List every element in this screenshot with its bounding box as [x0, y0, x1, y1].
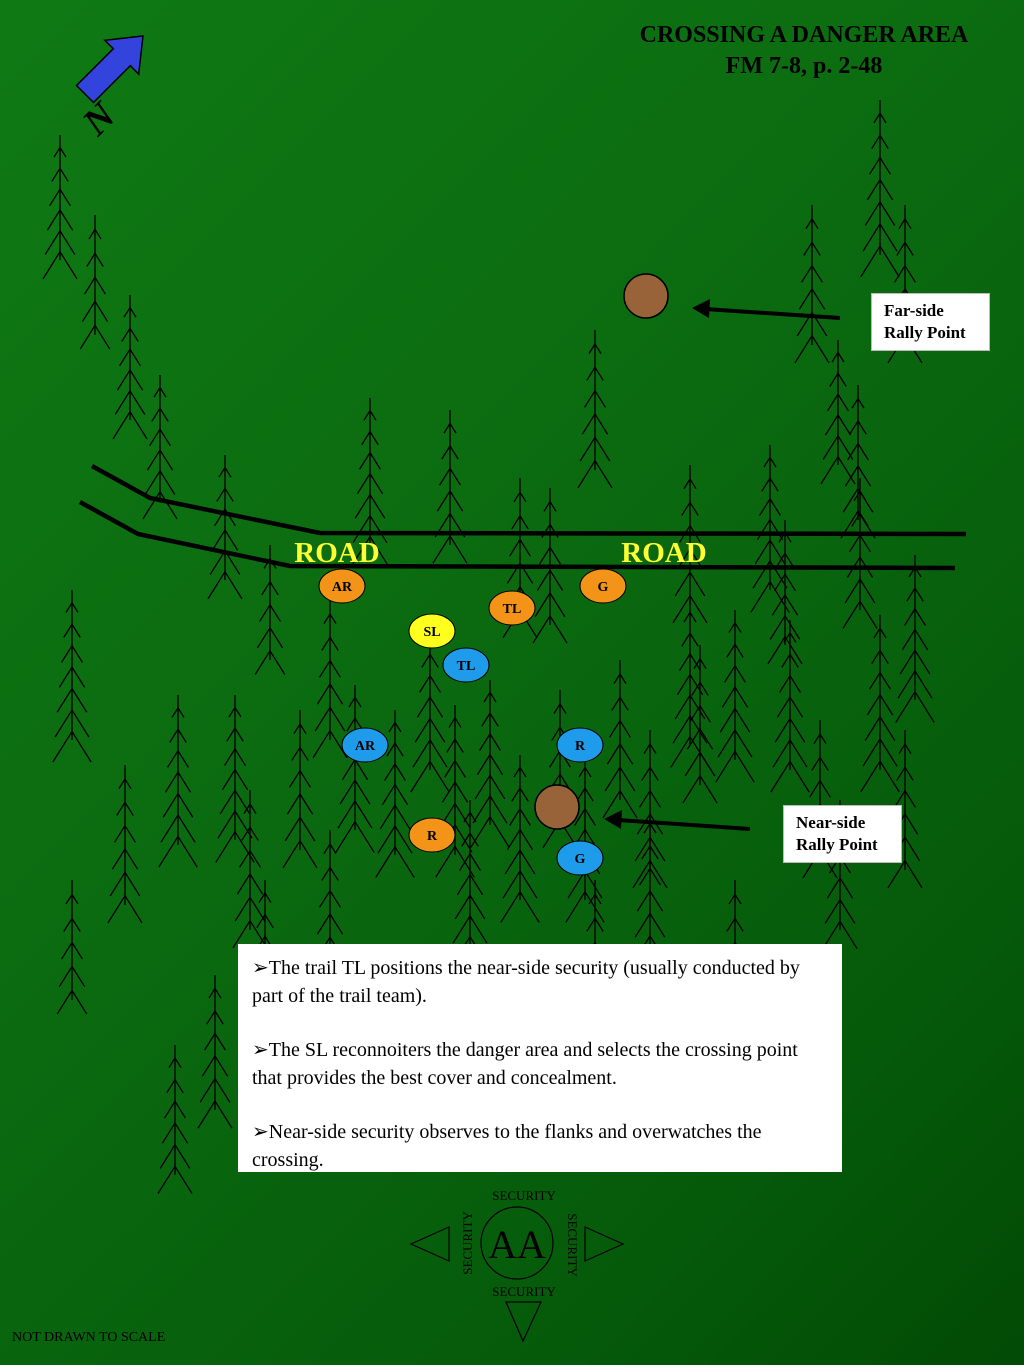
north-arrow-icon: N — [74, 35, 144, 145]
road-north-edge — [90, 464, 967, 537]
near-side-rally-label: Near-side Rally Point — [783, 805, 902, 863]
soldier-blue-g: G — [556, 840, 604, 876]
soldier-orange-ar: AR — [318, 568, 366, 604]
security-label-left: SECURITY — [460, 1211, 475, 1275]
soldier-label: G — [598, 580, 609, 595]
info-box: ➢The trail TL positions the near-side se… — [238, 944, 842, 1172]
title-line-1: CROSSING A DANGER AREA — [639, 22, 969, 48]
road-label-right: ROAD — [621, 537, 706, 569]
near-side-pointer-arrow — [604, 810, 751, 831]
soldier-label: G — [575, 852, 586, 867]
soldier-orange-tl: TL — [488, 590, 536, 626]
left-triangle-icon — [409, 1226, 450, 1262]
security-label-bottom: SECURITY — [492, 1284, 556, 1299]
soldier-label: AR — [355, 739, 376, 754]
soldier-label: SL — [423, 625, 440, 640]
soldier-label: R — [575, 739, 586, 754]
north-label: N — [74, 94, 125, 145]
soldier-blue-ar: AR — [341, 727, 389, 763]
info-item-trail-tl: ➢The trail TL positions the near-side se… — [252, 957, 800, 1007]
security-symbol: AA SECURITY SECURITY SECURITY SECURITY — [409, 1188, 625, 1343]
scale-note: NOT DRAWN TO SCALE — [12, 1330, 166, 1345]
soldier-marker — [556, 727, 604, 763]
soldier-marker — [408, 613, 456, 649]
soldier-marker — [318, 568, 366, 604]
soldier-marker — [341, 727, 389, 763]
tree-cluster — [42, 100, 935, 1194]
far-side-rally-point — [623, 273, 669, 319]
road-label-left: ROAD — [294, 537, 379, 569]
far-side-pointer-arrow — [692, 299, 841, 320]
soldier-leader-sl: SL — [408, 613, 456, 649]
security-label-top: SECURITY — [492, 1188, 556, 1203]
soldier-marker — [488, 590, 536, 626]
soldier-marker — [408, 817, 456, 853]
far-side-rally-label: Far-side Rally Point — [871, 293, 990, 351]
info-item-near-side-security: ➢Near-side security observes to the flan… — [252, 1121, 762, 1171]
soldier-marker — [442, 647, 490, 683]
near-side-rally-point — [534, 784, 580, 830]
near-side-label-line-2: Rally Point — [796, 835, 878, 854]
soldier-blue-tl: TL — [442, 647, 490, 683]
far-side-label-line-1: Far-side — [884, 301, 944, 320]
soldier-label: AR — [332, 580, 353, 595]
road-south-edge — [78, 500, 956, 571]
soldier-orange-r: R — [408, 817, 456, 853]
near-side-label-line-1: Near-side — [796, 813, 866, 832]
info-item-sl-recon: ➢The SL reconnoiters the danger area and… — [252, 1039, 798, 1089]
road — [78, 464, 967, 571]
soldier-marker — [579, 568, 627, 604]
soldier-blue-r: R — [556, 727, 604, 763]
diagram-title: CROSSING A DANGER AREA FM 7-8, p. 2-48 — [604, 20, 1004, 82]
soldier-label: TL — [503, 602, 522, 617]
security-label-right: SECURITY — [565, 1213, 580, 1277]
soldier-orange-g: G — [579, 568, 627, 604]
assembly-area-circle — [480, 1206, 554, 1280]
far-side-label-line-2: Rally Point — [884, 323, 966, 342]
soldier-formation: AR G TL SL TL AR R R G — [318, 568, 627, 876]
soldier-label: R — [427, 829, 438, 844]
title-line-2: FM 7-8, p. 2-48 — [725, 53, 883, 79]
soldier-marker — [556, 840, 604, 876]
assembly-area-label: AA — [488, 1222, 546, 1267]
right-triangle-icon — [584, 1226, 625, 1262]
down-triangle-icon — [505, 1301, 542, 1343]
soldier-label: TL — [457, 659, 476, 674]
